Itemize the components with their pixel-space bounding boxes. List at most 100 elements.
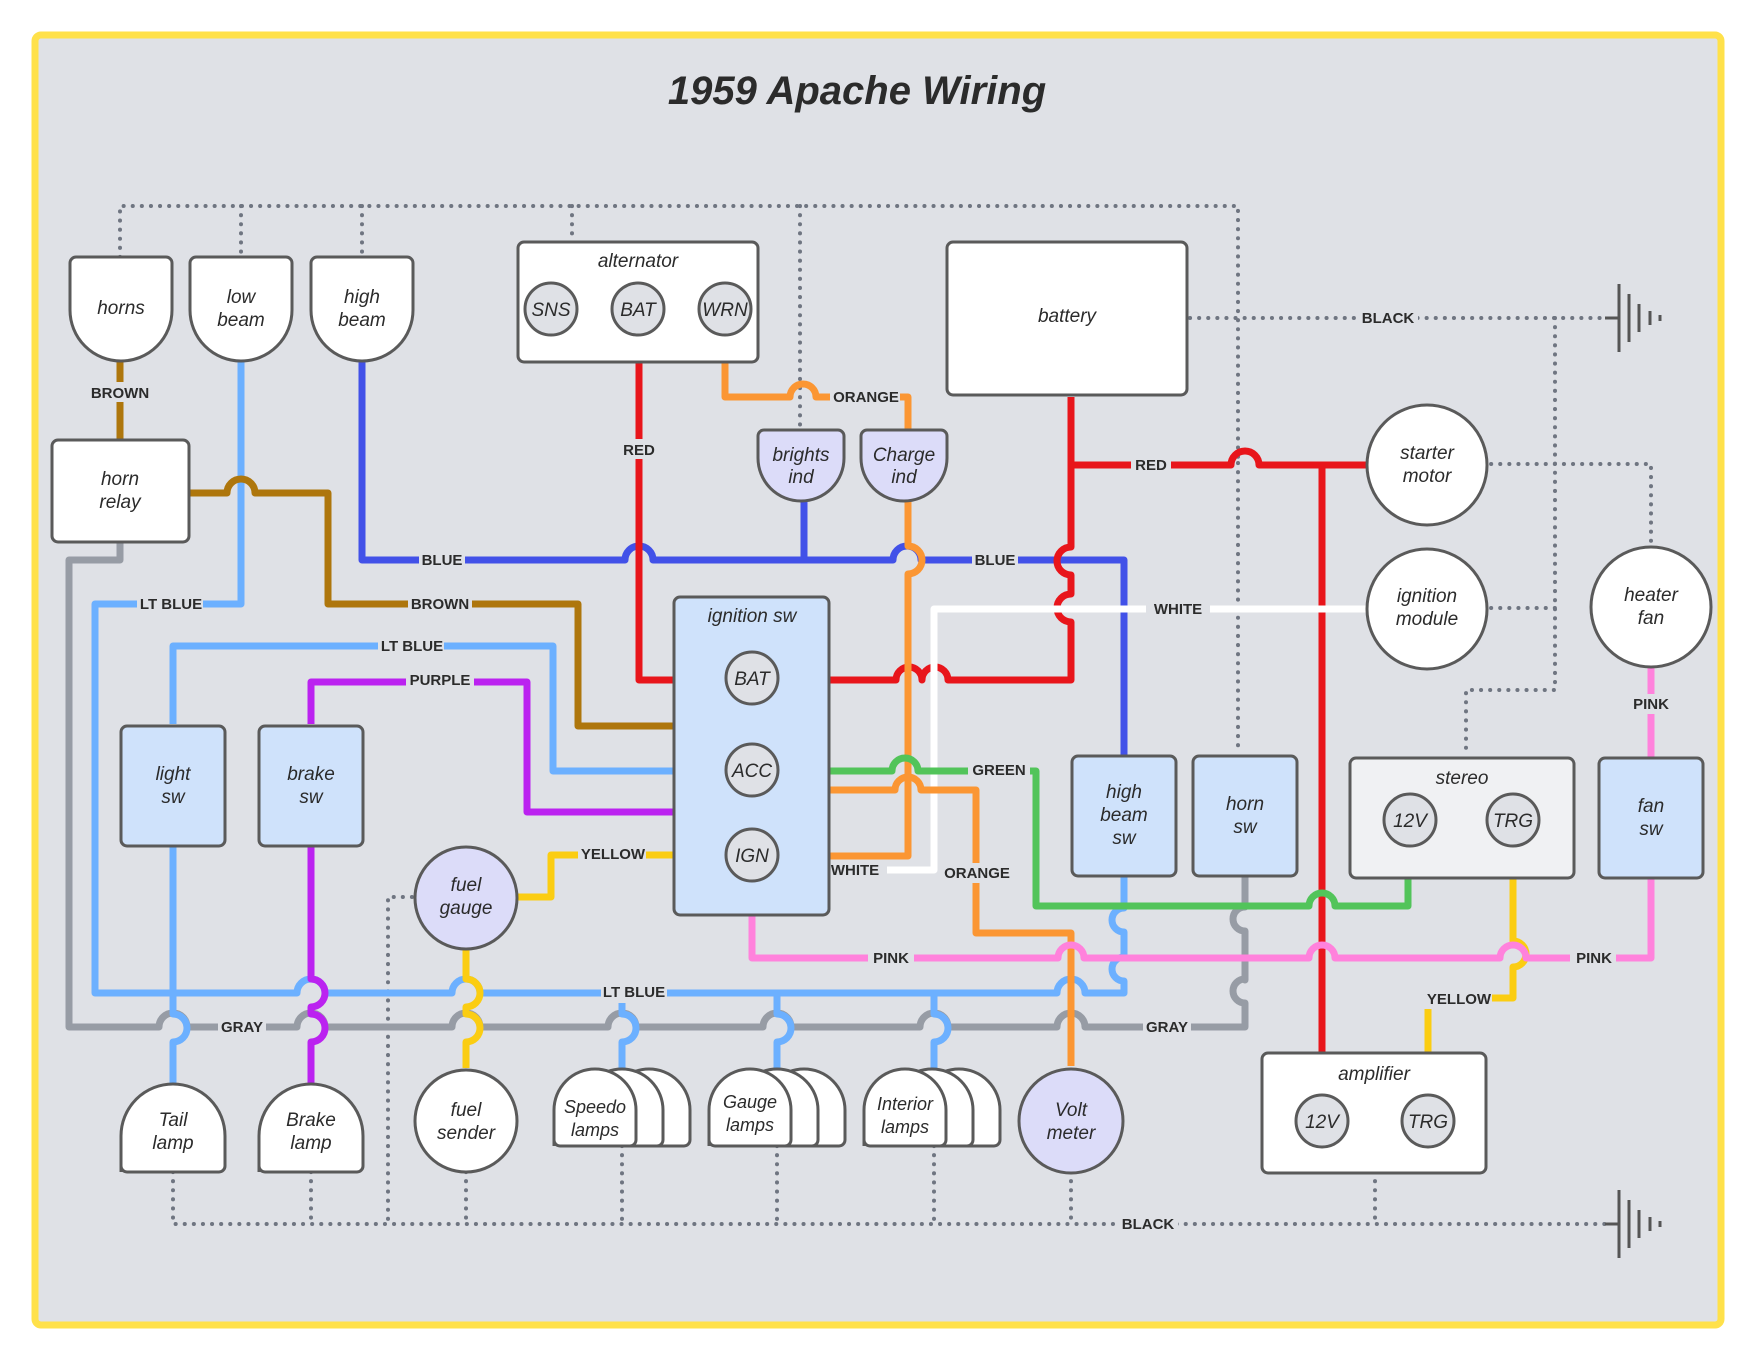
- battery[interactable]: battery: [945, 240, 1189, 397]
- brake-switch[interactable]: brake sw: [257, 724, 365, 848]
- svg-text:lamps: lamps: [881, 1117, 929, 1137]
- ignition-terminal-acc[interactable]: ACC: [724, 742, 780, 798]
- fan-switch[interactable]: fan sw: [1597, 756, 1705, 880]
- wire-label-blue-left: BLUE: [422, 552, 463, 569]
- fuel-sender[interactable]: fuel sender: [413, 1068, 519, 1174]
- amplifier[interactable]: amplifier 12V TRG: [1260, 1051, 1488, 1175]
- light-switch[interactable]: light sw: [119, 724, 227, 848]
- svg-text:sw: sw: [299, 787, 324, 808]
- wire-label-black-top: BLACK: [1362, 310, 1415, 327]
- svg-text:high: high: [344, 287, 380, 308]
- svg-text:Tail: Tail: [159, 1110, 189, 1131]
- svg-text:Gauge: Gauge: [723, 1092, 777, 1112]
- colored-wires: [65, 306, 1655, 1098]
- ground-symbol-top: [1605, 284, 1662, 352]
- alternator[interactable]: alternator SNS BAT WRN: [516, 240, 760, 364]
- wire-label-gray-left: GRAY: [221, 1019, 263, 1036]
- interior-lamps[interactable]: Interior lamps: [862, 1067, 1002, 1148]
- wire-label-brown-horn: BROWN: [91, 385, 149, 402]
- svg-text:sw: sw: [1112, 828, 1137, 849]
- svg-text:Brake: Brake: [286, 1110, 336, 1131]
- wire-lt-blue-light-acc: [169, 642, 724, 775]
- wire-label-yellow-amp: YELLOW: [1427, 991, 1492, 1008]
- low-beam[interactable]: low beam: [188, 255, 294, 363]
- wire-label-lt-blue-bus: LT BLUE: [603, 984, 665, 1001]
- svg-text:lamp: lamp: [290, 1133, 331, 1154]
- wire-red-starter: [1071, 447, 1368, 469]
- heater-fan[interactable]: heater fan: [1589, 545, 1713, 669]
- wire-lt-blue-speedo: [618, 993, 640, 1076]
- speedo-lamps[interactable]: Speedo lamps: [552, 1067, 692, 1148]
- svg-text:motor: motor: [1403, 466, 1452, 487]
- ground-wire-bottom: [171, 1170, 1607, 1226]
- svg-text:lamps: lamps: [726, 1115, 774, 1135]
- starter-motor[interactable]: starter motor: [1365, 403, 1489, 527]
- wire-label-green-acc: GREEN: [972, 762, 1025, 779]
- ignition-module[interactable]: ignition module: [1365, 547, 1489, 671]
- svg-text:stereo: stereo: [1436, 768, 1489, 789]
- svg-text:heater: heater: [1624, 585, 1679, 606]
- horn-switch[interactable]: horn sw: [1191, 754, 1299, 878]
- svg-text:fan: fan: [1638, 608, 1664, 629]
- horns[interactable]: horns: [68, 255, 174, 363]
- svg-text:sw: sw: [1639, 819, 1664, 840]
- wire-label-pink-heater: PINK: [1633, 696, 1669, 713]
- wire-lt-blue-tail: [169, 845, 191, 1086]
- ignition-terminal-ign[interactable]: IGN: [724, 827, 780, 883]
- svg-text:ACC: ACC: [731, 761, 772, 782]
- svg-text:BAT: BAT: [734, 669, 771, 690]
- high-beam-switch[interactable]: high beam sw: [1070, 754, 1178, 878]
- brights-ind[interactable]: brights ind: [756, 428, 846, 503]
- svg-text:TRG: TRG: [1408, 1112, 1448, 1133]
- svg-text:module: module: [1396, 609, 1458, 630]
- svg-text:relay: relay: [99, 492, 142, 513]
- charge-ind[interactable]: Charge ind: [859, 428, 949, 503]
- svg-text:12V: 12V: [1393, 811, 1429, 832]
- ground-wire-right-vertical: [1464, 316, 1557, 756]
- wire-orange-wrn: [721, 335, 912, 430]
- svg-text:fuel: fuel: [451, 875, 482, 896]
- wire-labels: BROWN RED ORANGE BLACK RED BLUE BLUE LT …: [88, 308, 1674, 1234]
- diagram-title: 1959 Apache Wiring: [668, 69, 1046, 113]
- svg-text:high: high: [1106, 782, 1142, 803]
- svg-text:WRN: WRN: [702, 300, 748, 321]
- wire-label-gray-right: GRAY: [1146, 1019, 1188, 1036]
- stereo-terminal-12v[interactable]: 12V: [1382, 792, 1438, 848]
- svg-text:light: light: [156, 764, 192, 785]
- brake-lamp[interactable]: Brake lamp: [257, 1082, 365, 1174]
- wire-label-black-bottom: BLACK: [1122, 1216, 1175, 1233]
- svg-text:BAT: BAT: [620, 300, 657, 321]
- amplifier-terminal-12v[interactable]: 12V: [1294, 1093, 1350, 1149]
- ground-wire-fuel-gauge: [386, 895, 414, 1226]
- wire-purple-lamp: [307, 845, 329, 1086]
- ignition-terminal-bat[interactable]: BAT: [724, 650, 780, 706]
- svg-text:beam: beam: [217, 310, 265, 331]
- ground-wire-top: [118, 204, 1240, 465]
- wire-label-pink-right: PINK: [1576, 950, 1612, 967]
- svg-text:brights: brights: [772, 445, 830, 466]
- horn-relay[interactable]: horn relay: [50, 438, 191, 544]
- wire-green: [776, 754, 1412, 910]
- tail-lamp[interactable]: Tail lamp: [119, 1082, 227, 1174]
- wire-lt-blue-gauge: [773, 993, 795, 1076]
- alternator-terminal-sns[interactable]: SNS: [523, 281, 579, 337]
- svg-text:horn: horn: [101, 469, 139, 490]
- stereo-terminal-trg[interactable]: TRG: [1485, 792, 1541, 848]
- gauge-lamps[interactable]: Gauge lamps: [707, 1067, 847, 1148]
- svg-text:Speedo: Speedo: [564, 1097, 626, 1117]
- ignition-switch[interactable]: ignition sw BAT ACC IGN: [672, 595, 831, 917]
- fuel-gauge[interactable]: fuel gauge: [413, 845, 519, 951]
- wire-gray: [65, 543, 1249, 1031]
- alternator-terminal-bat[interactable]: BAT: [610, 281, 666, 337]
- svg-text:gauge: gauge: [440, 898, 493, 919]
- volt-meter[interactable]: Volt meter: [1017, 1067, 1125, 1175]
- high-beam[interactable]: high beam: [309, 255, 415, 363]
- svg-text:ind: ind: [891, 467, 918, 488]
- wire-label-orange-volt: ORANGE: [944, 865, 1010, 882]
- alternator-terminal-wrn[interactable]: WRN: [697, 281, 753, 337]
- stereo[interactable]: stereo 12V TRG: [1348, 756, 1576, 880]
- amplifier-terminal-trg[interactable]: TRG: [1400, 1093, 1456, 1149]
- wire-label-brown-relay: BROWN: [411, 596, 469, 613]
- ground-wire-starter: [1480, 462, 1653, 549]
